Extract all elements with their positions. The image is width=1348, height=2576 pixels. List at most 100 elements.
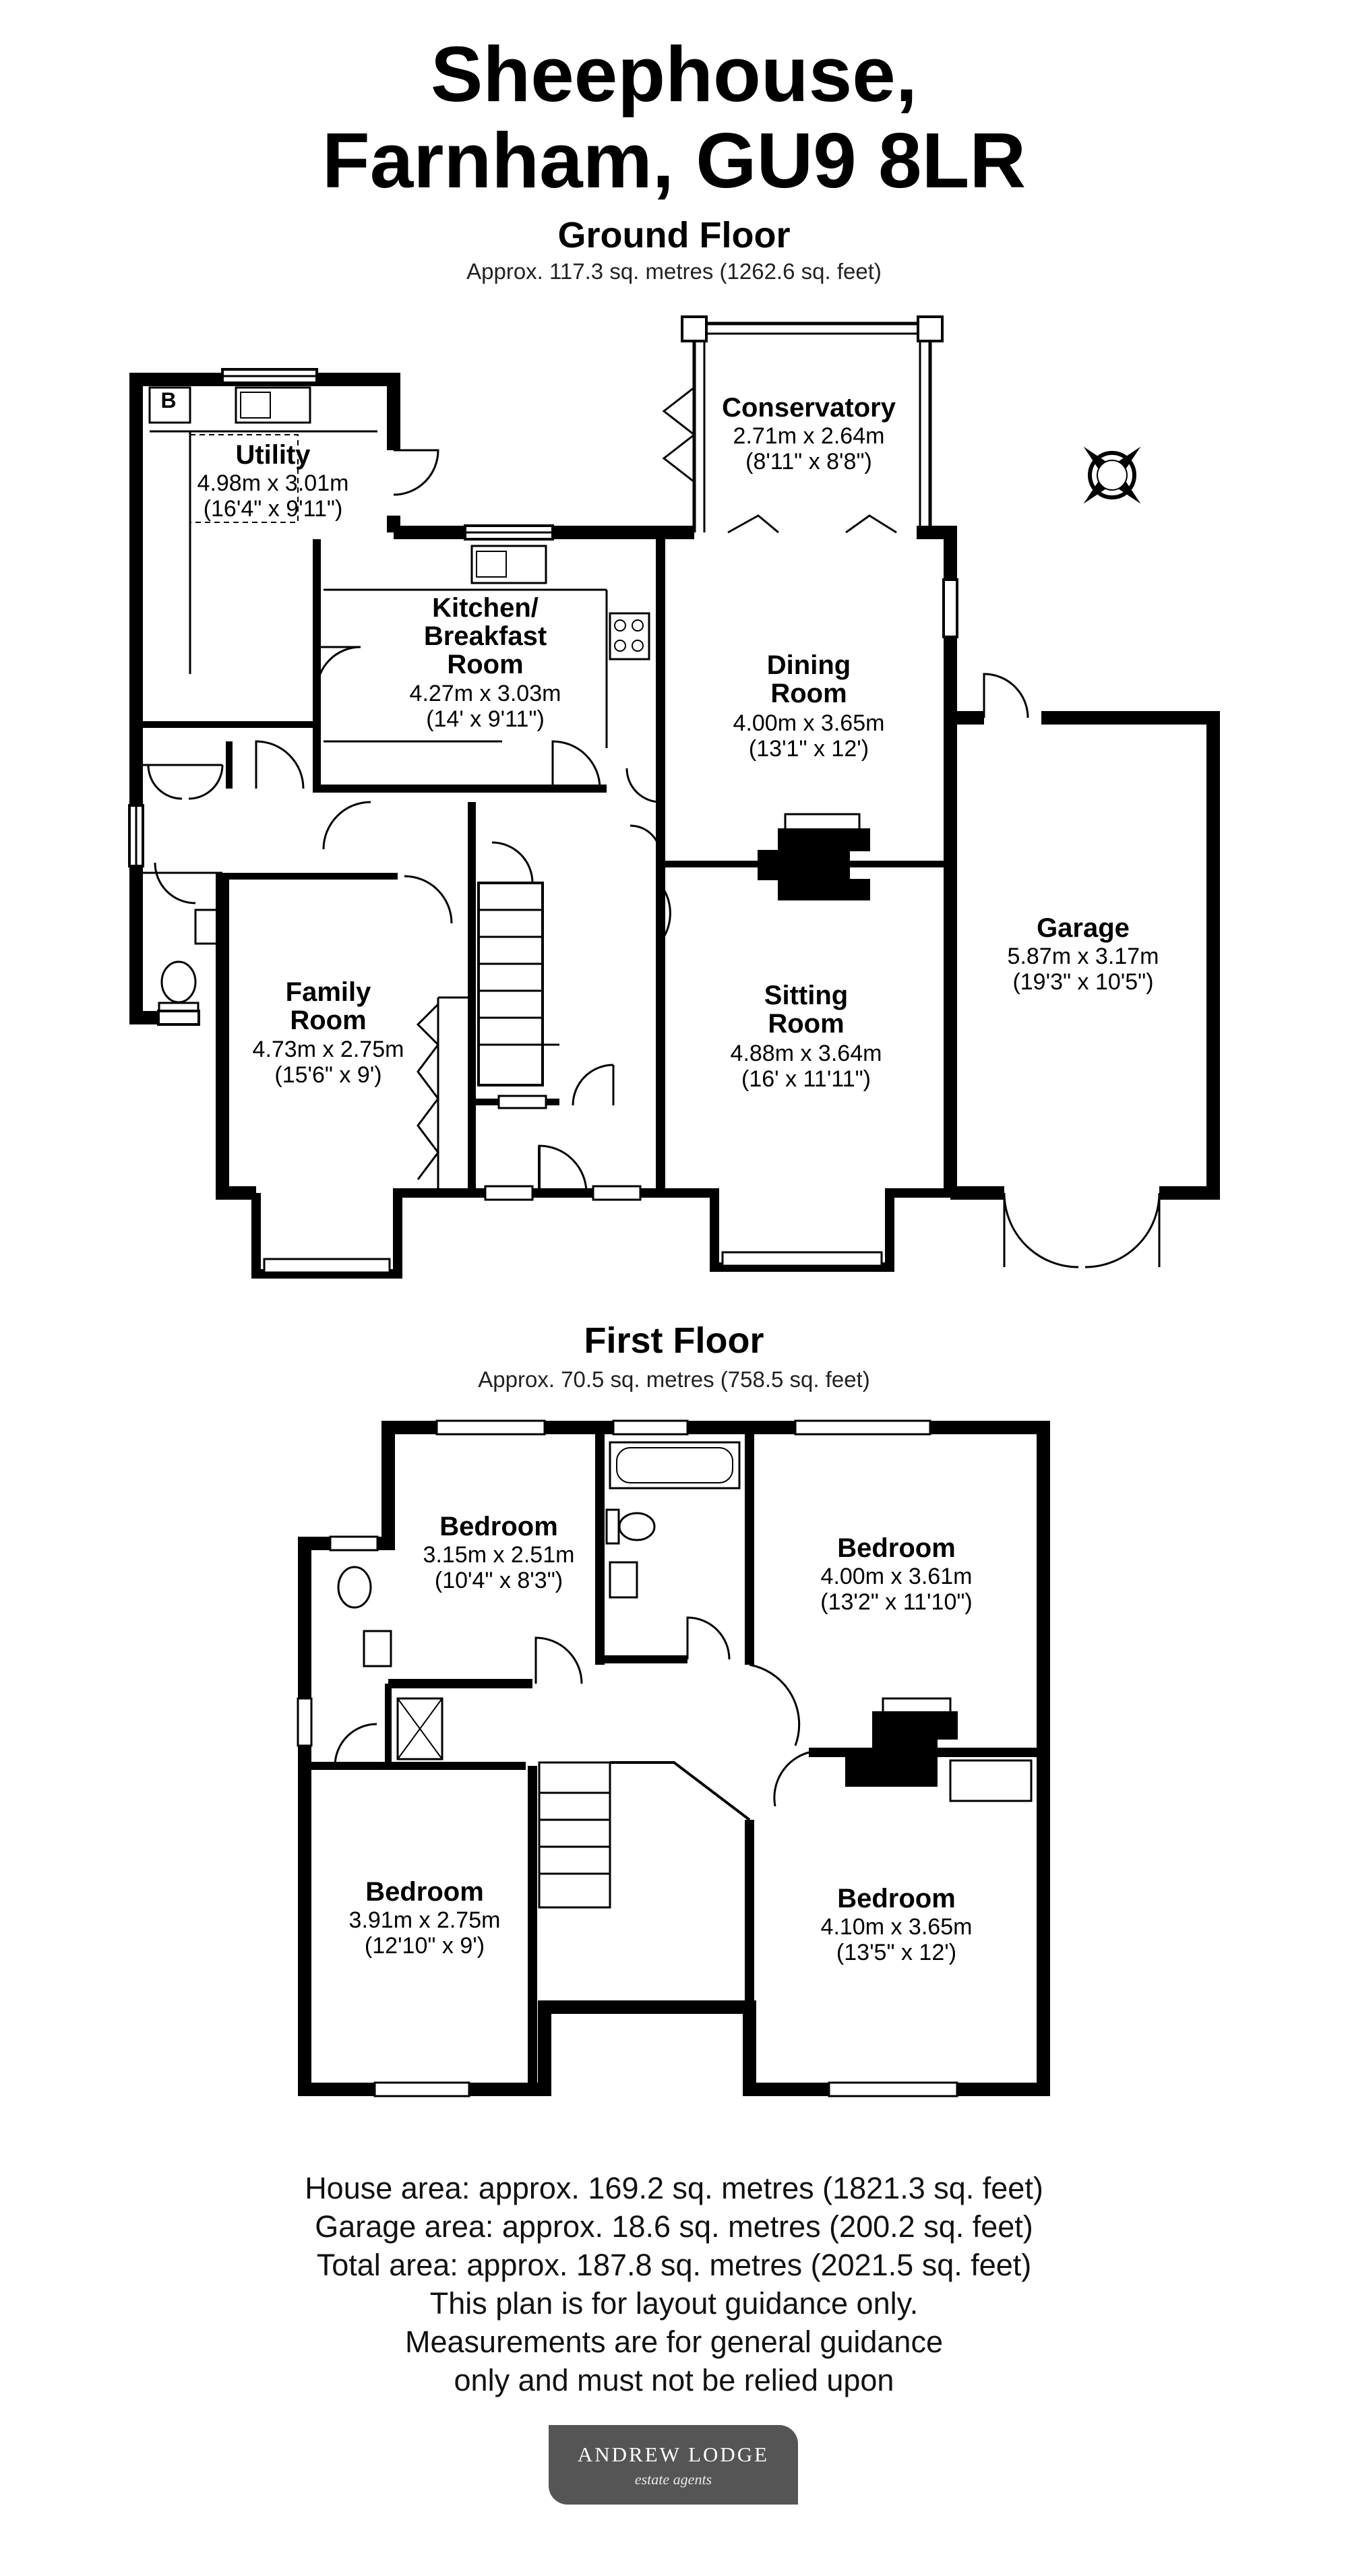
bedroom-2-window — [794, 1419, 931, 1436]
utility-door — [393, 449, 439, 496]
garage-walls — [1041, 711, 1220, 1200]
conservatory-bifold-left — [727, 514, 779, 534]
ensuite-toilet — [337, 1566, 372, 1609]
sitting-room-name-line1: Sitting — [764, 981, 848, 1010]
bedroom-4-window — [828, 2081, 958, 2097]
ensuite-window — [329, 1535, 379, 1552]
dining-metric: 4.00m x 3.65m — [733, 710, 885, 736]
kitchen-imperial: (14' x 9'11") — [426, 706, 545, 732]
dining-door-2 — [630, 824, 662, 857]
utility-imperial: (16'4" x 9'11") — [204, 496, 343, 522]
footer-garage-area: Garage area: approx. 18.6 sq. metres (20… — [315, 2209, 1033, 2244]
agent-logo: ANDREW LODGE estate agents — [549, 2425, 798, 2505]
wc-door — [154, 862, 196, 904]
sitting-room-metric: 4.88m x 3.64m — [731, 1041, 882, 1066]
dining-imperial: (13'1" x 12') — [749, 736, 869, 762]
family-room-wardrobe — [416, 1003, 439, 1180]
wc-window — [157, 1010, 200, 1026]
lobby-door-top — [255, 740, 305, 789]
lobby-door-right — [188, 764, 224, 800]
ensuite-door — [334, 1723, 377, 1767]
bedroom-2-metric: 4.00m x 3.61m — [821, 1564, 973, 1589]
conservatory-imperial: (8'11" x 8'8") — [745, 449, 872, 474]
landing-balustrade — [610, 1761, 751, 1821]
bedroom-1-imperial: (10'4" x 8'3") — [435, 1568, 563, 1593]
kitchen-name-line1: Kitchen/ — [432, 593, 539, 623]
fireplace — [758, 828, 870, 900]
agent-logo-name: ANDREW LODGE — [577, 2443, 770, 2466]
staircase-treads — [479, 909, 543, 1046]
bedroom-3-metric: 3.91m x 2.75m — [349, 1907, 501, 1933]
kitchen-name-line3: Room — [447, 650, 523, 679]
bedroom-1-window — [435, 1419, 546, 1436]
bedroom-4-imperial: (13'5" x 12') — [836, 1940, 956, 1965]
bathroom-door — [686, 1616, 731, 1660]
front-door — [538, 1144, 588, 1194]
dining-side-window — [942, 578, 958, 638]
footer-disclaimer-1: This plan is for layout guidance only. — [429, 2286, 919, 2321]
bedroom-1-metric: 3.15m x 2.51m — [423, 1542, 575, 1568]
bedroom-3-window — [373, 2081, 470, 2097]
first-floor-title: First Floor — [584, 1320, 764, 1361]
kitchen-door — [315, 646, 361, 692]
family-room-window — [263, 1258, 391, 1274]
dining-door — [625, 768, 661, 803]
kitchen-left-wall — [313, 539, 607, 793]
property-title-line2: Farnham, GU9 8LR — [321, 117, 1027, 204]
dining-name-line2: Room — [770, 679, 847, 708]
family-room-walls — [216, 873, 256, 1200]
first-floor-staircase — [538, 1761, 611, 1909]
sitting-room-name-line2: Room — [768, 1009, 844, 1039]
dining-name-line1: Dining — [767, 650, 851, 680]
bedroom-3-imperial: (12'10" x 9') — [365, 1933, 485, 1959]
garage-imperial: (19'3" x 10'5") — [1012, 969, 1153, 995]
bedroom-1-name: Bedroom — [439, 1512, 558, 1541]
conservatory-side-door — [662, 386, 696, 483]
bathroom-toilet — [618, 1512, 656, 1541]
footer-disclaimer-2: Measurements are for general guidance — [405, 2325, 943, 2359]
bedroom-4-door — [773, 1751, 809, 1807]
bedroom-4-name: Bedroom — [837, 1884, 956, 1913]
conservatory-glazing — [703, 332, 921, 532]
family-room-name-line1: Family — [286, 977, 371, 1007]
family-room-name-line2: Room — [290, 1006, 366, 1035]
ground-floor-plan — [128, 315, 1220, 1279]
ground-floor-title: Ground Floor — [557, 215, 791, 255]
hall-door-top — [322, 801, 371, 850]
ground-floor-area: Approx. 117.3 sq. metres (1262.6 sq. fee… — [466, 259, 882, 284]
bedroom-2-name: Bedroom — [837, 1533, 956, 1563]
kitchen-hob — [609, 612, 650, 661]
sitting-room-imperial: (16' x 11'11") — [741, 1066, 871, 1092]
footer-total-area: Total area: approx. 187.8 sq. metres (20… — [316, 2248, 1032, 2282]
sitting-room-window — [721, 1251, 883, 1267]
wc-toilet — [160, 960, 197, 1004]
conservatory-metric: 2.71m x 2.64m — [733, 423, 885, 449]
family-room-door — [404, 875, 453, 924]
boiler-box — [148, 386, 191, 424]
bedroom-2-imperial: (13'2" x 11'10") — [820, 1589, 973, 1615]
garage-metric: 5.87m x 3.17m — [1008, 944, 1159, 969]
bathroom-basin — [609, 1561, 638, 1599]
sitting-room-bay — [661, 1188, 950, 1272]
family-room-bay — [251, 1188, 472, 1279]
front-door-window-left — [484, 1185, 534, 1201]
bedroom-4-metric: 4.10m x 3.65m — [821, 1914, 973, 1940]
conservatory-walls — [692, 321, 932, 532]
first-floor-area: Approx. 70.5 sq. metres (758.5 sq. feet) — [478, 1367, 870, 1392]
hall-cupboard-window — [497, 1095, 547, 1109]
bath — [609, 1441, 741, 1490]
staircase — [477, 882, 544, 1086]
footer-house-area: House area: approx. 169.2 sq. metres (18… — [305, 2171, 1043, 2205]
bedroom-1-door — [534, 1636, 583, 1684]
first-floor-labels: Bedroom 3.15m x 2.51m (10'4" x 8'3") Bed… — [349, 1512, 973, 1965]
stair-door — [491, 841, 534, 884]
sitting-room-door — [663, 889, 671, 938]
conservatory-bifold-right — [845, 514, 897, 534]
agent-logo-tagline: estate agents — [634, 2471, 712, 2488]
bedroom-3-name: Bedroom — [365, 1877, 484, 1907]
boiler-label: B — [160, 388, 176, 412]
dining-top-wall-right — [917, 526, 957, 580]
footer-disclaimer-3: only and must not be relied upon — [454, 2363, 894, 2397]
first-floor-chimney — [845, 1711, 958, 1787]
